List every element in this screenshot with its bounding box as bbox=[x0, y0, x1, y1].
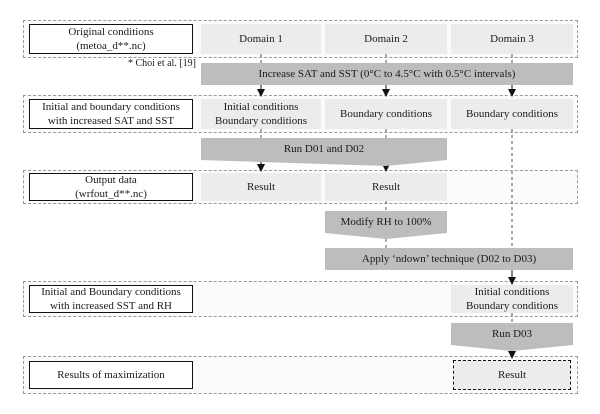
domain-1-text: Domain 1 bbox=[239, 33, 283, 45]
domain-1-header: Domain 1 bbox=[201, 24, 321, 54]
ibc-sat-sst-label: Initial and boundary conditions with inc… bbox=[29, 99, 193, 129]
output-data-label: Output data (wrfout_d**.nc) bbox=[29, 173, 193, 201]
domain-1-result-text: Result bbox=[246, 181, 276, 193]
domain-3-boundary-text: Boundary conditions bbox=[466, 108, 558, 120]
domain-2-boundary-text: Boundary conditions bbox=[340, 108, 432, 120]
output-data-line1: Output data bbox=[85, 174, 137, 186]
results-of-maximization-text: Results of maximization bbox=[57, 369, 165, 381]
domain-3-final-conditions-cell: Initial conditions Boundary conditions bbox=[451, 285, 573, 313]
domain-2-text: Domain 2 bbox=[364, 33, 408, 45]
ibc-sat-sst-line1: Initial and boundary conditions bbox=[42, 101, 180, 113]
domain-2-header: Domain 2 bbox=[325, 24, 447, 54]
original-conditions-line1: Original conditions bbox=[68, 26, 154, 38]
modify-rh-step: Modify RH to 100% bbox=[325, 211, 447, 233]
domain-3-final-result-text: Result bbox=[497, 369, 527, 381]
domain-2-conditions-cell: Boundary conditions bbox=[325, 99, 447, 129]
run-d01-d02-step: Run D01 and D02 bbox=[201, 138, 447, 160]
domain-3-header: Domain 3 bbox=[451, 24, 573, 54]
original-conditions-label: Original conditions (metoa_d**.nc) bbox=[29, 24, 193, 54]
domain-1-initial-text: Initial conditions bbox=[223, 101, 299, 113]
increase-sat-sst-step: Increase SAT and SST (0°C to 4.5°C with … bbox=[201, 63, 573, 85]
domain-2-result-cell: Result bbox=[325, 173, 447, 201]
domain-3-text: Domain 3 bbox=[490, 33, 534, 45]
ibc-sst-rh-line1: Initial and Boundary conditions bbox=[41, 286, 181, 298]
apply-ndown-step: Apply ‘ndown’ technique (D02 to D03) bbox=[325, 248, 573, 270]
results-of-maximization-label: Results of maximization bbox=[29, 361, 193, 389]
domain-1-result-cell: Result bbox=[201, 173, 321, 201]
modify-rh-arrowhead bbox=[325, 233, 447, 239]
run-d03-arrowhead bbox=[451, 345, 573, 351]
ibc-sat-sst-line2: with increased SAT and SST bbox=[47, 115, 175, 127]
reference-note: * Choi et al. [19] bbox=[127, 58, 196, 69]
domain-3-conditions-cell: Boundary conditions bbox=[451, 99, 573, 129]
domain-2-result-text: Result bbox=[371, 181, 401, 193]
original-conditions-line2: (metoa_d**.nc) bbox=[76, 40, 146, 52]
domain-1-boundary-text: Boundary conditions bbox=[215, 115, 307, 127]
domain-1-conditions-cell: Initial conditions Boundary conditions bbox=[201, 99, 321, 129]
output-data-line2: (wrfout_d**.nc) bbox=[75, 188, 147, 200]
ibc-sst-rh-label: Initial and Boundary conditions with inc… bbox=[29, 285, 193, 313]
run-d03-step: Run D03 bbox=[451, 323, 573, 345]
run-d01-d02-arrowhead bbox=[201, 160, 447, 166]
domain-3-final-initial-text: Initial conditions bbox=[474, 286, 550, 298]
ibc-sst-rh-line2: with increased SST and RH bbox=[49, 300, 172, 312]
domain-3-final-boundary-text: Boundary conditions bbox=[466, 300, 558, 312]
domain-3-final-result-cell: Result bbox=[453, 360, 571, 390]
